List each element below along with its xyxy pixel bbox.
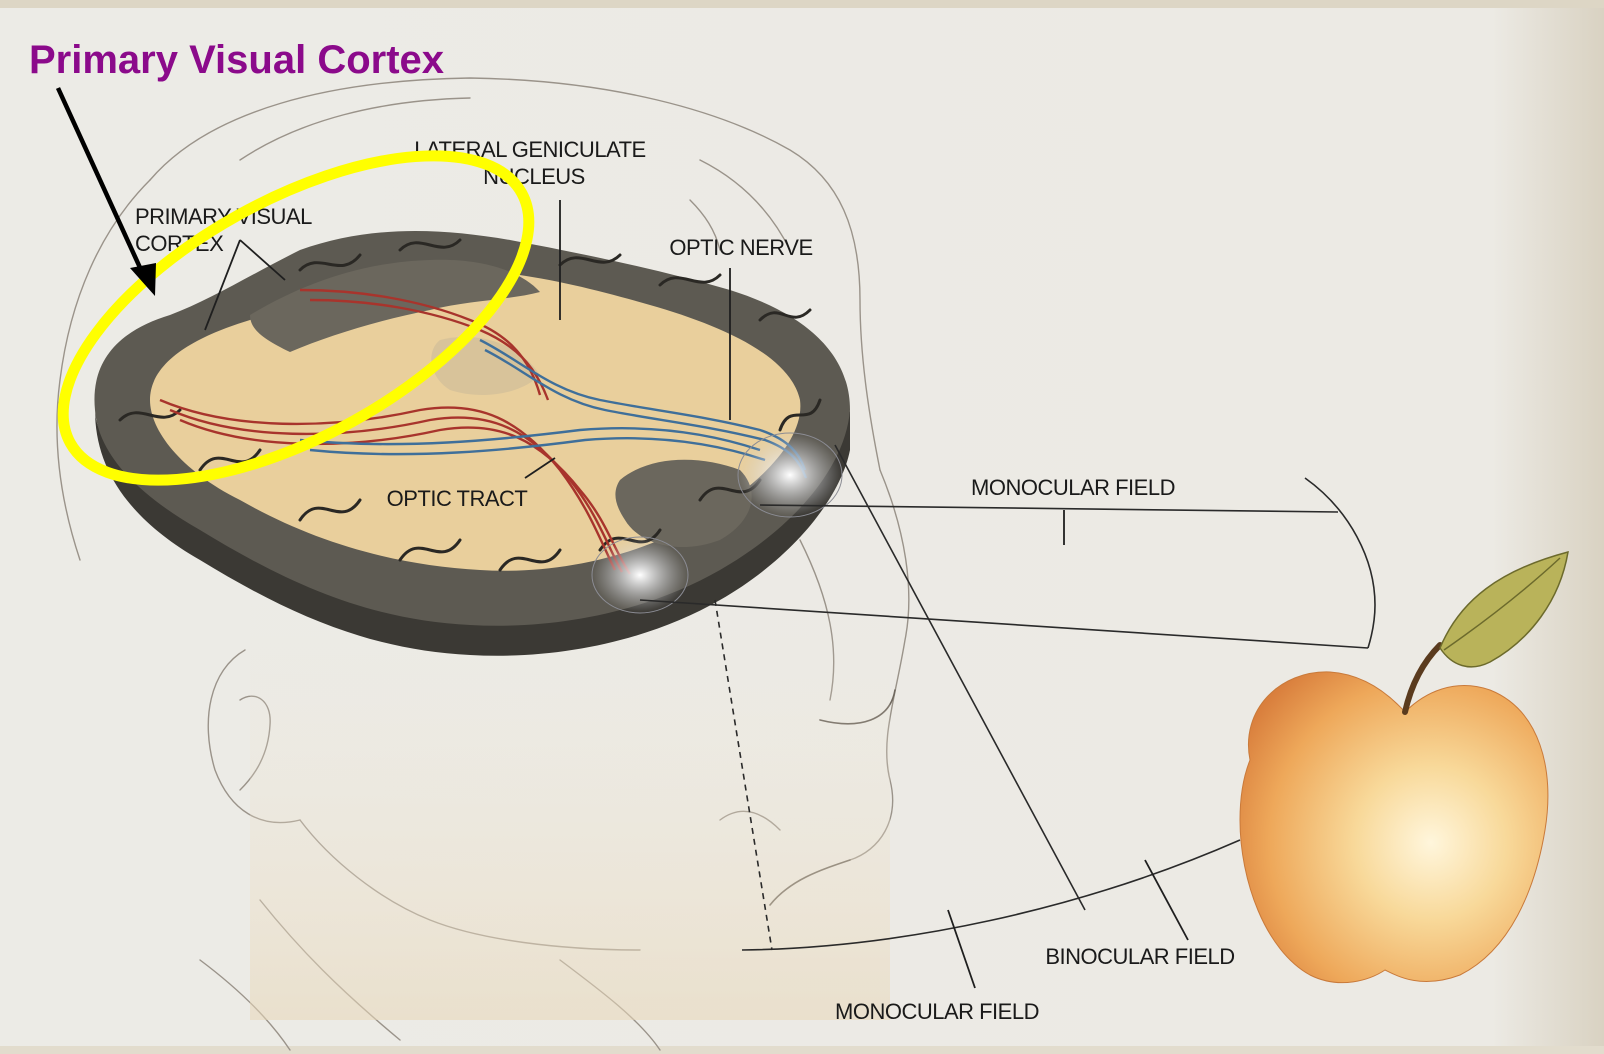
- label-optic-tract: OPTIC TRACT: [387, 486, 528, 511]
- page-edge-top: [0, 0, 1604, 8]
- label-optic-nerve: OPTIC NERVE: [669, 235, 812, 260]
- label-monocular-field-lower: MONOCULAR FIELD: [835, 999, 1039, 1024]
- page-edge-bottom: [0, 1046, 1604, 1054]
- label-binocular-field: BINOCULAR FIELD: [1045, 944, 1234, 969]
- label-monocular-field-upper: MONOCULAR FIELD: [971, 475, 1175, 500]
- annotation-title: Primary Visual Cortex: [29, 38, 444, 82]
- right-eye-globe: [738, 433, 842, 517]
- apple-body: [1240, 672, 1548, 983]
- skin-shading: [250, 600, 890, 1020]
